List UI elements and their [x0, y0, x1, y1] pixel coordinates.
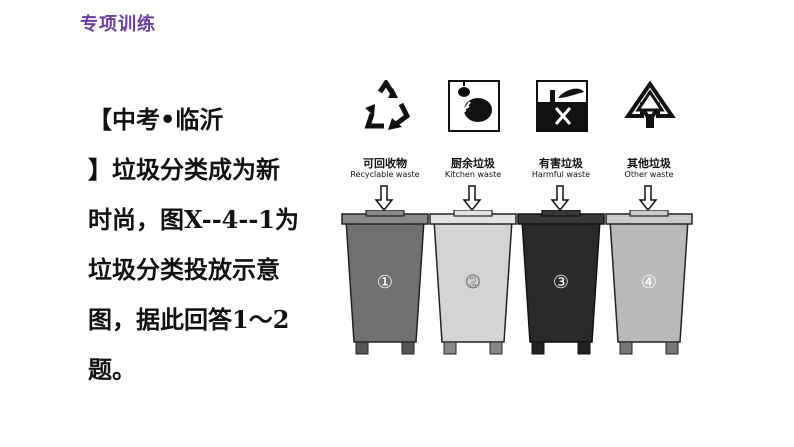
bin-number: ②	[465, 272, 481, 293]
bin-label-en: Other waste	[624, 170, 674, 179]
question-line: 题。	[88, 355, 136, 384]
other-waste-icon	[624, 80, 676, 128]
down-arrow-icon	[374, 185, 394, 212]
bin-label-zh: 可回收物	[363, 157, 407, 170]
question-line: 图，据此回答1～2	[88, 305, 290, 334]
down-arrow-icon	[638, 185, 658, 212]
harmful-icon	[536, 80, 588, 132]
bin-label-en: Recyclable waste	[350, 170, 420, 179]
down-arrow-icon	[462, 185, 482, 212]
bin-label-en: Harmful waste	[531, 170, 591, 179]
question-line: 时尚，图X--4--1为	[88, 205, 300, 234]
fish-bone-icon	[448, 80, 500, 132]
bin-number: ④	[641, 272, 657, 293]
bin-number: ①	[377, 272, 393, 293]
bin-number: ③	[553, 272, 569, 293]
down-arrow-icon	[550, 185, 570, 212]
bin-harmful: ③	[517, 210, 605, 355]
bin-kitchen: ②	[429, 210, 517, 355]
bin-other: ④	[605, 210, 693, 355]
question-line: 】垃圾分类成为新	[88, 155, 280, 184]
bin-label-zh: 厨余垃圾	[451, 157, 495, 170]
question-line: 垃圾分类投放示意	[88, 255, 280, 284]
recycle-icon	[364, 80, 411, 130]
waste-bins-figure: 可回收物 Recyclable waste ① 厨余垃圾 Kitchen was…	[340, 80, 694, 355]
bin-label-zh: 其他垃圾	[627, 157, 671, 170]
question-text: 【中考•临沂 】垃圾分类成为新 时尚，图X--4--1为 垃圾分类投放示意 图，…	[88, 95, 300, 395]
page-header-title: 专项训练	[80, 14, 156, 35]
bin-label-en: Kitchen waste	[444, 170, 502, 179]
bin-label-zh: 有害垃圾	[539, 157, 583, 170]
question-line: 【中考•临沂	[88, 105, 224, 134]
bin-recyclable: ①	[341, 210, 429, 355]
